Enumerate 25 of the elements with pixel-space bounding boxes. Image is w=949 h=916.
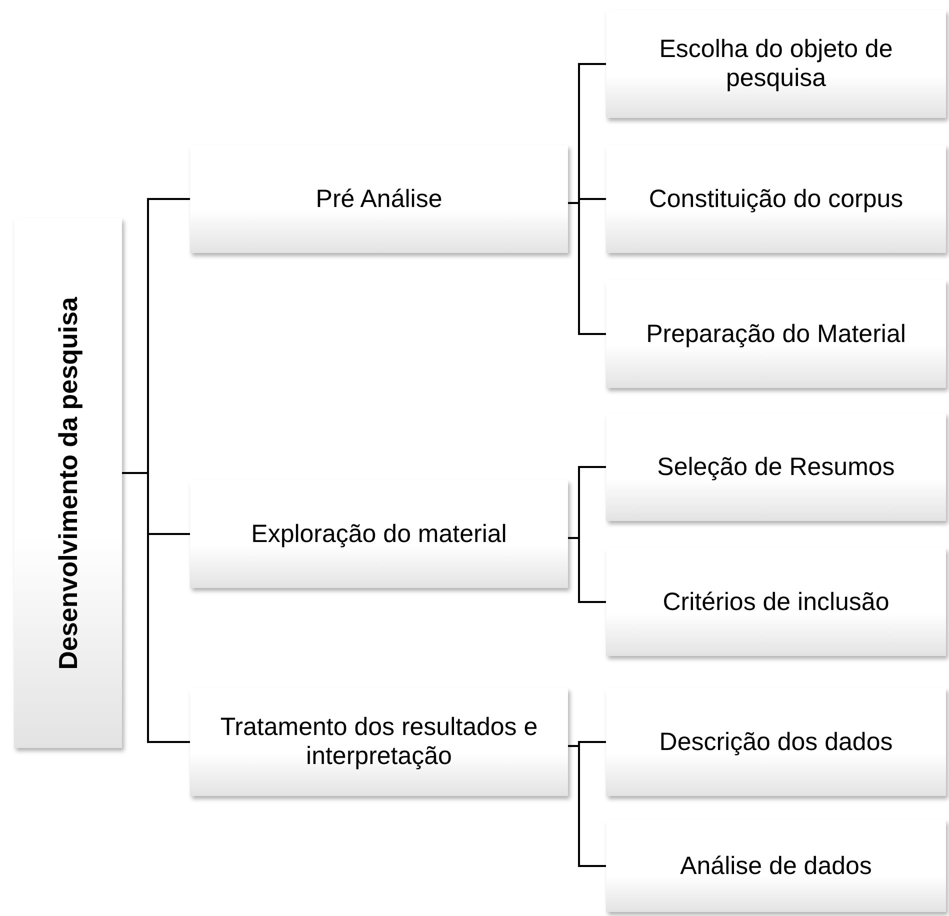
connector-line <box>122 472 190 743</box>
box-label: Análise de dados <box>679 852 873 880</box>
process-box <box>606 10 946 118</box>
box-label: Exploração do material <box>250 520 508 548</box>
box-label: Tratamento dos resultados e interpretação <box>219 713 539 771</box>
process-box <box>606 688 946 796</box>
process-box <box>190 145 568 253</box>
box-label: Pré Análise <box>314 184 444 214</box>
box-label: Desenvolvimento da pesquisa <box>55 296 81 670</box>
box-label: Escolha do objeto de pesquisa <box>658 35 894 93</box>
box-label: Constituição do corpus <box>648 184 904 214</box>
box-label: Seleção de Resumos <box>656 452 896 482</box>
box-label: Preparação do Material <box>645 320 907 348</box>
box-label: Descrição dos dados <box>658 728 894 756</box>
process-box <box>606 145 946 253</box>
process-box <box>606 820 946 912</box>
connector-line <box>568 537 606 603</box>
process-box <box>190 480 568 588</box>
process-box <box>606 413 946 521</box>
process-box <box>606 280 946 388</box>
box-label: Critérios de inclusão <box>662 588 890 616</box>
process-box <box>14 218 122 748</box>
process-box <box>190 688 568 796</box>
connector-line <box>568 202 606 335</box>
process-box <box>606 548 946 656</box>
